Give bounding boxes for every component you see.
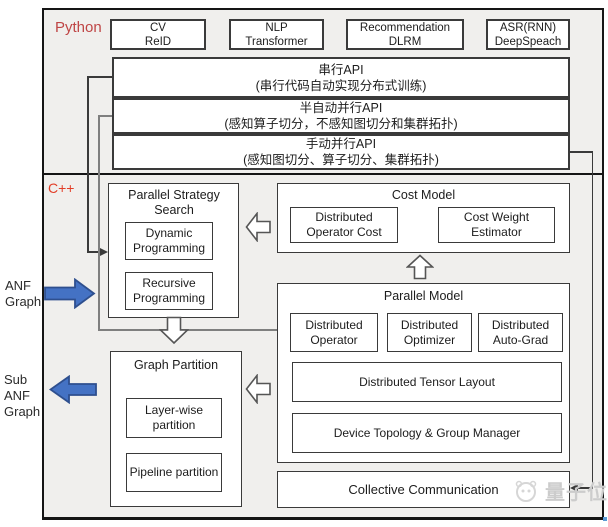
parallel-strategy-search-title: Parallel Strategy Search <box>128 188 220 217</box>
serial-api-subtitle: (串行代码自动实现分布式训练) <box>255 78 427 93</box>
reid-label: ReID <box>144 35 172 48</box>
cpp-section-label: C++ <box>48 180 75 196</box>
dynamic-programming-box: Dynamic Programming <box>125 222 213 260</box>
manual-api-subtitle: (感知图切分、算子切分、集群拓扑) <box>243 153 439 167</box>
dlrm-label: DLRM <box>388 35 422 48</box>
semiauto-api-subtitle: (感知算子切分，不感知图切分和集群拓扑) <box>224 117 458 131</box>
cost-model-title: Cost Model <box>391 188 456 202</box>
app-box-asr-deepspeach: ASR(RNN) DeepSpeach <box>486 19 570 50</box>
transformer-label: Transformer <box>245 35 308 48</box>
qbitai-logo-icon <box>515 480 537 502</box>
serial-api-connector-vertical <box>87 76 89 252</box>
manual-api-connector-vertical <box>591 151 593 489</box>
hollow-arrow-costmodel-to-search-icon <box>245 212 271 242</box>
manual-api-connector-stub <box>570 151 593 153</box>
distributed-optimizer-box: Distributed Optimizer <box>387 313 472 352</box>
arrowhead-into-collective-communication <box>570 483 578 492</box>
graph-partition-title: Graph Partition <box>133 358 219 372</box>
corner-artifact-dot <box>603 517 607 521</box>
api-box-serial: 串行API (串行代码自动实现分布式训练) <box>112 57 570 98</box>
distributed-auto-grad-box: Distributed Auto-Grad <box>478 313 563 352</box>
semiauto-api-title: 半自动并行API <box>299 101 383 115</box>
app-box-nlp-transformer: NLP Transformer <box>229 19 324 50</box>
api-box-manual-parallel: 手动并行API (感知图切分、算子切分、集群拓扑) <box>112 134 570 170</box>
hollow-arrow-parallelmodel-to-partition-icon <box>245 374 271 404</box>
anf-graph-label: ANF Graph <box>5 278 42 309</box>
api-box-semiauto-parallel: 半自动并行API (感知算子切分，不感知图切分和集群拓扑) <box>112 98 570 134</box>
layer-wise-partition-box: Layer-wise partition <box>126 398 222 438</box>
hollow-arrow-search-to-partition-icon <box>159 316 189 345</box>
deepspeach-label: DeepSpeach <box>494 35 562 48</box>
arrowhead-into-strategy-search <box>100 247 108 256</box>
manual-api-connector-end <box>576 487 593 489</box>
hollow-arrow-parallelmodel-to-costmodel-icon <box>406 254 434 280</box>
watermark-text: 量子位 <box>545 482 608 504</box>
manual-api-title: 手动并行API <box>305 137 377 151</box>
pipeline-partition-box: Pipeline partition <box>126 453 222 492</box>
python-cpp-divider <box>42 173 604 175</box>
semiauto-api-connector-vertical <box>98 115 100 331</box>
distributed-tensor-layout-box: Distributed Tensor Layout <box>292 362 562 402</box>
semiauto-api-connector-horizontal <box>98 329 282 331</box>
recursive-programming-box: Recursive Programming <box>125 272 213 310</box>
sub-anf-graph-label: Sub ANF Graph <box>4 372 41 419</box>
sub-anf-graph-output-arrow-icon <box>49 375 97 404</box>
app-box-cv-reid: CV ReID <box>110 19 206 50</box>
serial-api-title: 串行API <box>318 62 364 77</box>
semiauto-api-connector-stub <box>98 115 113 117</box>
cv-label: CV <box>150 21 166 34</box>
nlp-label: NLP <box>265 21 288 34</box>
parallel-model-title: Parallel Model <box>383 289 464 303</box>
recommendation-label: Recommendation <box>359 21 451 34</box>
asr-label: ASR(RNN) <box>499 21 557 34</box>
device-topology-group-manager-box: Device Topology & Group Manager <box>292 413 562 453</box>
python-section-label: Python <box>55 19 102 36</box>
distributed-operator-cost-box: Distributed Operator Cost <box>290 207 398 243</box>
watermark: 量子位 <box>511 476 608 505</box>
serial-api-connector-stub <box>87 76 113 78</box>
app-box-recommendation-dlrm: Recommendation DLRM <box>346 19 464 50</box>
distributed-operator-box: Distributed Operator <box>290 313 378 352</box>
anf-graph-input-arrow-icon <box>44 278 96 309</box>
cost-weight-estimator-box: Cost Weight Estimator <box>438 207 555 243</box>
collective-communication-box: Collective Communication <box>277 471 570 508</box>
serial-api-connector-end <box>87 251 102 253</box>
